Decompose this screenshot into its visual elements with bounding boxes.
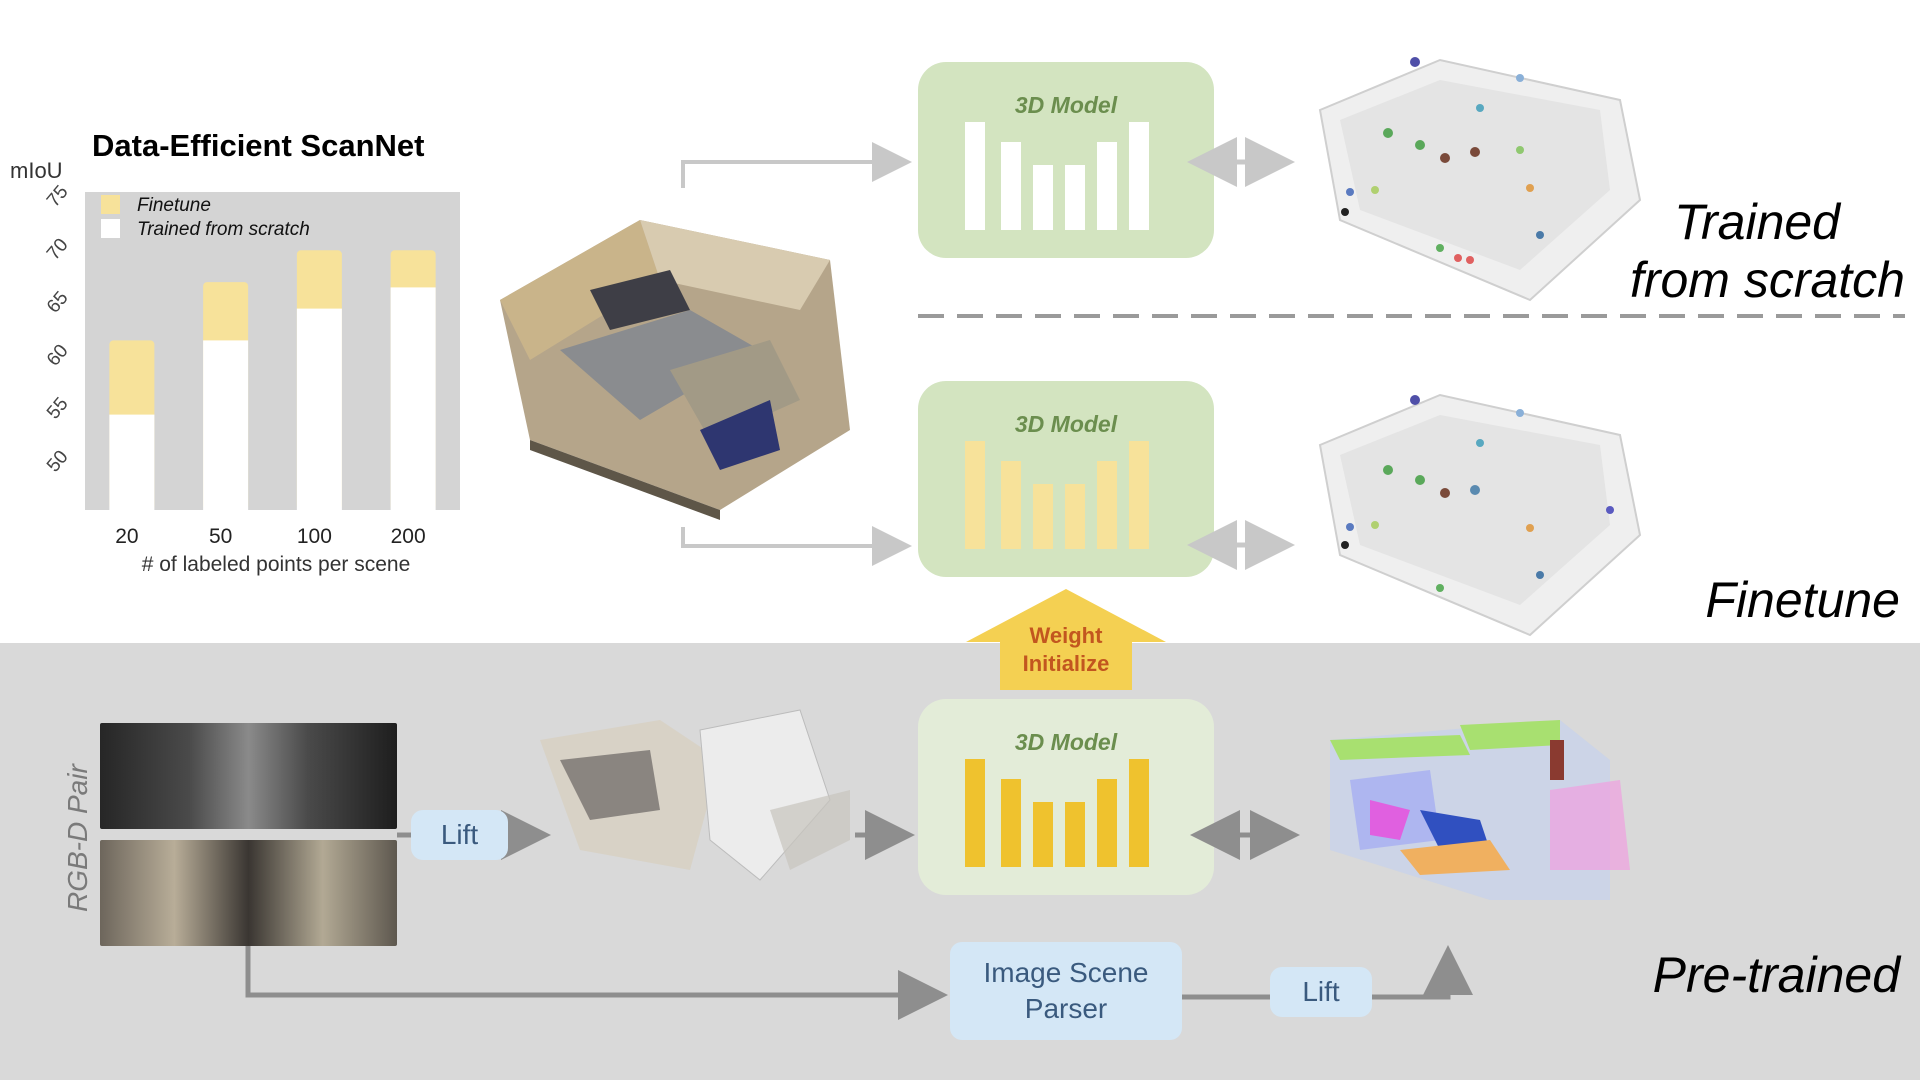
- bar-scratch-200: [390, 287, 436, 510]
- pseudo-label-cloud-icon: [1330, 720, 1630, 900]
- lift-chip-1: Lift: [411, 810, 508, 860]
- model-bar-middle-6: [1129, 441, 1149, 549]
- bar-scratch-20: [109, 414, 155, 510]
- model-bar-bottom-4: [1065, 802, 1085, 867]
- weight-label-line2: Initialize: [1022, 651, 1110, 676]
- legend-label-2: Trained from scratch: [137, 219, 310, 240]
- legend-label-1: Finetune: [137, 195, 211, 216]
- depth-image-icon: [100, 723, 397, 829]
- model-bar-top-2: [1001, 142, 1021, 230]
- model-bar-top-1: [965, 122, 985, 230]
- scan-point-cloud-icon: [500, 220, 850, 520]
- legend-swatch-1: [101, 195, 120, 214]
- model-bar-top-6: [1129, 122, 1149, 230]
- model-bar-middle-5: [1097, 461, 1117, 549]
- parser-label-line1: Image Scene: [983, 957, 1149, 988]
- image-scene-parser-box: Image Scene Parser: [950, 942, 1182, 1040]
- x-tick-label-200: 200: [391, 525, 426, 548]
- model-bar-middle-1: [965, 441, 985, 549]
- chart-xlabel: # of labeled points per scene: [141, 553, 411, 576]
- finetune-label: Finetune: [1705, 572, 1900, 628]
- trained-label-line2: from scratch: [1629, 252, 1905, 308]
- model-bar-bottom-6: [1129, 759, 1149, 867]
- trained-from-scratch-label: Trained from scratch: [1400, 193, 1905, 309]
- model-title-pretrained: 3D Model: [1014, 729, 1118, 755]
- parser-label-line2: Parser: [1024, 993, 1108, 1024]
- model-box-pretrained: 3D Model: [918, 699, 1214, 895]
- model-bar-bottom-3: [1033, 802, 1053, 867]
- model-bar-bottom-5: [1097, 779, 1117, 867]
- legend-swatch-2: [101, 219, 120, 238]
- pretrained-label: Pre-trained: [1652, 947, 1900, 1003]
- rgb-image-icon: [100, 840, 397, 946]
- rgbd-pair-label: RGB-D Pair: [62, 764, 93, 912]
- bar-scratch-50: [203, 340, 249, 510]
- weight-label-line1: Weight: [1029, 623, 1103, 648]
- weight-initialize-label: Weight Initialize: [1000, 622, 1132, 678]
- x-tick-label-50: 50: [209, 525, 232, 548]
- model-bar-top-5: [1097, 142, 1117, 230]
- model-bar-top-3: [1033, 165, 1053, 230]
- finetune-result-icon: [1318, 393, 1642, 637]
- model-bar-top-4: [1065, 165, 1085, 230]
- bar-scratch-100: [296, 308, 342, 510]
- x-tick-label-100: 100: [297, 525, 332, 548]
- chart-title: Data-Efficient ScanNet: [92, 128, 425, 163]
- model-box-finetune: 3D Model: [918, 381, 1214, 577]
- chart-ylabel: mIoU: [10, 158, 63, 183]
- model-bar-middle-3: [1033, 484, 1053, 549]
- scratch-result-icon: [1318, 57, 1642, 302]
- trained-label-line1: Trained: [1674, 194, 1840, 250]
- model-bar-bottom-1: [965, 759, 985, 867]
- lift-chip-2: Lift: [1270, 967, 1372, 1017]
- model-box-scratch: 3D Model: [918, 62, 1214, 258]
- model-bar-middle-4: [1065, 484, 1085, 549]
- model-bar-middle-2: [1001, 461, 1021, 549]
- model-title-finetune: 3D Model: [1014, 411, 1118, 437]
- model-title-scratch: 3D Model: [1014, 92, 1118, 118]
- x-tick-label-20: 20: [115, 525, 138, 548]
- model-bar-bottom-2: [1001, 779, 1021, 867]
- lifted-point-cloud-icon: [540, 709, 850, 881]
